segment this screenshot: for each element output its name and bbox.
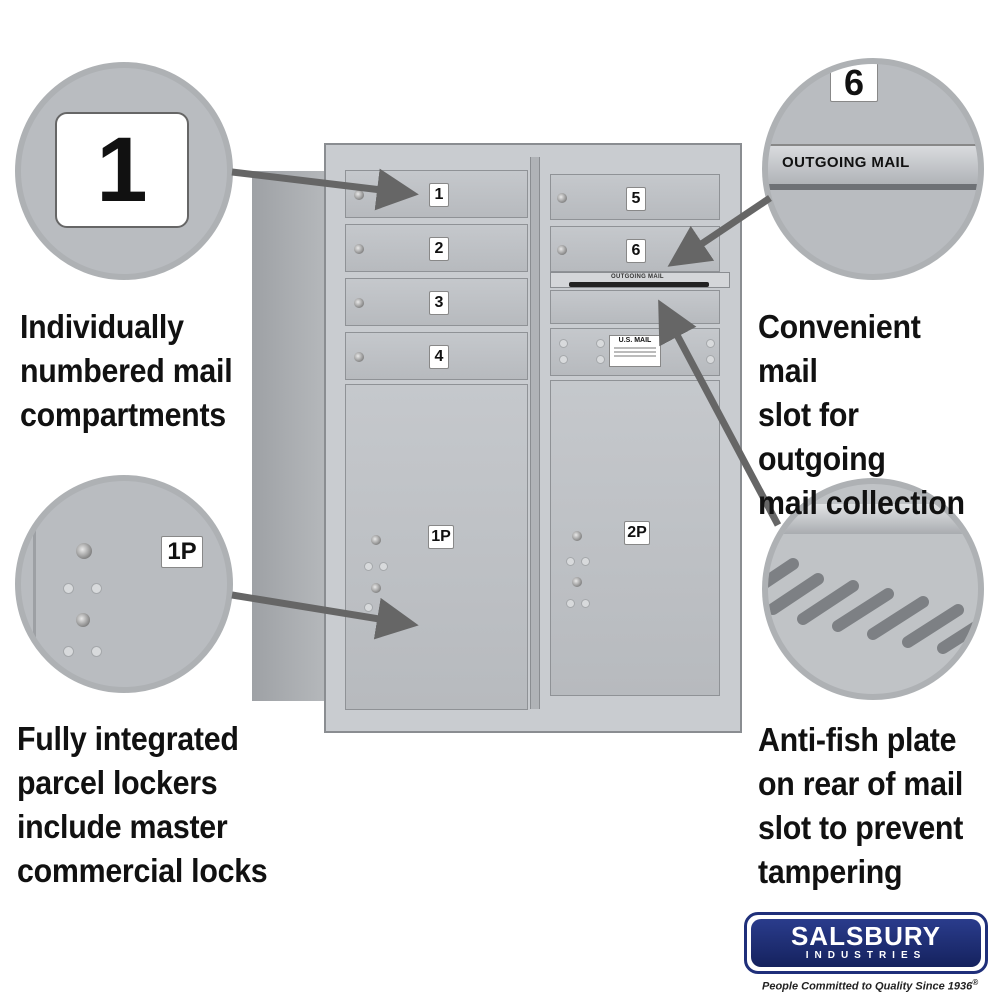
zoom-circle-parcel-lock: 1P bbox=[15, 475, 233, 693]
mail-door-5[interactable]: 5 bbox=[550, 174, 720, 220]
arrow-to-slot bbox=[667, 195, 772, 267]
brand-sub: INDUSTRIES bbox=[805, 950, 927, 961]
zoom-circle-anti-fish-plate bbox=[762, 478, 984, 700]
mailbox-divider bbox=[530, 157, 540, 709]
rivet bbox=[364, 562, 373, 571]
parcel-locker-2p[interactable]: 2P bbox=[550, 380, 720, 696]
rivet bbox=[706, 339, 715, 348]
number-tag-large: 1 bbox=[55, 112, 189, 228]
slot-edge bbox=[768, 184, 978, 190]
slot-label-zoom: OUTGOING MAIL bbox=[782, 154, 910, 171]
parcel-number: 2P bbox=[624, 521, 650, 545]
lock-icon bbox=[354, 244, 364, 254]
mail-door-3[interactable]: 3 bbox=[345, 278, 528, 326]
parcel-number: 1P bbox=[428, 525, 454, 549]
lock-icon bbox=[371, 535, 381, 545]
mail-door-4[interactable]: 4 bbox=[345, 332, 528, 380]
door-number: 4 bbox=[429, 345, 449, 369]
mailbox-side-panel bbox=[252, 171, 332, 701]
lock-icon bbox=[354, 352, 364, 362]
rivet bbox=[596, 355, 605, 364]
rivet bbox=[581, 599, 590, 608]
lock-icon bbox=[572, 577, 582, 587]
zoom-circle-number: 1 bbox=[15, 62, 233, 280]
rivet bbox=[91, 646, 102, 657]
lock-icon bbox=[371, 583, 381, 593]
rivet bbox=[559, 339, 568, 348]
salsbury-logo: SALSBURY INDUSTRIES bbox=[744, 912, 988, 974]
rivet bbox=[566, 557, 575, 566]
usps-label: U.S. MAIL bbox=[609, 335, 661, 367]
slot-opening bbox=[569, 282, 709, 287]
rivet bbox=[559, 355, 568, 364]
rivet bbox=[63, 646, 74, 657]
rivet bbox=[596, 339, 605, 348]
rivet bbox=[581, 557, 590, 566]
door-number: 3 bbox=[429, 291, 449, 315]
lock-icon bbox=[557, 193, 567, 203]
lock-icon bbox=[572, 531, 582, 541]
usps-label-text: U.S. MAIL bbox=[618, 337, 652, 344]
arrow-to-anti-fish bbox=[658, 299, 782, 527]
outgoing-mail-slot[interactable]: OUTGOING MAIL bbox=[550, 272, 730, 288]
lock-icon bbox=[354, 190, 364, 200]
slot-label-strip: OUTGOING MAIL bbox=[768, 144, 978, 186]
brand-name: SALSBURY bbox=[790, 921, 942, 951]
rivet bbox=[364, 603, 373, 612]
brand-tagline: People Committed to Quality Since 1936® bbox=[762, 978, 978, 993]
callout-anti-fish-plate: Anti-fish plate on rear of mail slot to … bbox=[758, 721, 964, 890]
callout-numbered-compartments: Individually numbered mail compartments bbox=[20, 308, 233, 433]
hinge-edge bbox=[33, 481, 36, 687]
registered-mark: ® bbox=[972, 978, 979, 987]
parcel-locker-1p[interactable]: 1P bbox=[345, 384, 528, 710]
plate-top-lip bbox=[768, 504, 978, 534]
rivet bbox=[566, 599, 575, 608]
lock-icon bbox=[76, 543, 92, 559]
arrow-to-door-1 bbox=[231, 168, 419, 211]
anti-fish-slots bbox=[768, 558, 978, 654]
rivet bbox=[91, 583, 102, 594]
lock-icon bbox=[557, 245, 567, 255]
rivet bbox=[63, 583, 74, 594]
slot-label: OUTGOING MAIL bbox=[611, 274, 664, 280]
lock-icon bbox=[354, 298, 364, 308]
door-number: 1 bbox=[429, 183, 449, 207]
callout-parcel-lockers: Fully integrated parcel lockers include … bbox=[17, 720, 268, 889]
rivet bbox=[379, 562, 388, 571]
slot-number-tag: 6 bbox=[830, 64, 878, 103]
arrow-to-parcel-locker bbox=[231, 591, 419, 640]
door-number: 2 bbox=[429, 237, 449, 261]
parcel-tag-large: 1P bbox=[161, 536, 203, 568]
callout-outgoing-slot: Convenient mail slot for outgoing mail c… bbox=[758, 308, 965, 521]
door-number: 5 bbox=[626, 187, 646, 211]
door-number: 6 bbox=[626, 239, 646, 263]
zoom-circle-mail-slot: 6 OUTGOING MAIL bbox=[762, 58, 984, 280]
rivet bbox=[706, 355, 715, 364]
mail-door-2[interactable]: 2 bbox=[345, 224, 528, 272]
logo-inner: SALSBURY INDUSTRIES bbox=[751, 919, 981, 967]
brand-tagline-text: People Committed to Quality Since 1936 bbox=[762, 980, 973, 993]
lock-icon bbox=[76, 613, 90, 627]
